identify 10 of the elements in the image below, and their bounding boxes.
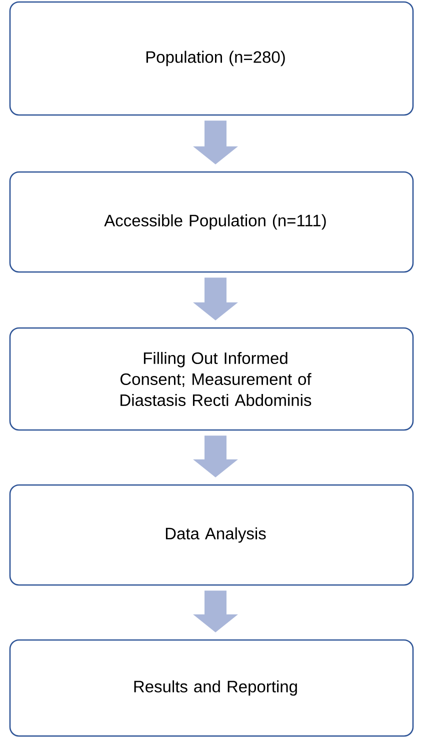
process-box <box>9 171 414 273</box>
process-box <box>9 1 414 116</box>
node-label: Accessible Population (n=111) <box>104 214 326 230</box>
process-box <box>9 327 414 431</box>
node-label: Population (n=280) <box>146 50 285 66</box>
process-box <box>9 484 414 586</box>
process-box <box>9 639 414 737</box>
node-label: Results and Reporting <box>134 680 297 696</box>
node-label: Data Analysis <box>166 527 266 543</box>
node-label: Filling Out Informed Consent; Measurement of Diastasis Recti Abdominis <box>120 352 312 406</box>
